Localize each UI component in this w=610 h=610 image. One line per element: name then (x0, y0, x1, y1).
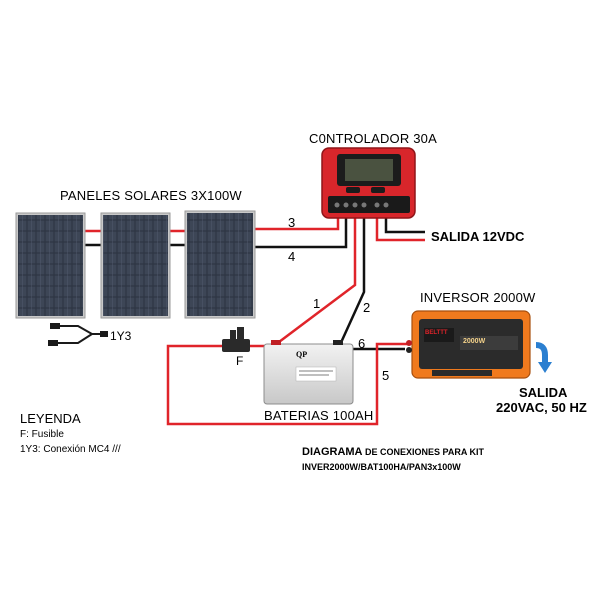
dc-output-label: SALIDA 12VDC (431, 229, 525, 244)
diagram-title-bold: DIAGRAMA (302, 446, 363, 458)
battery (263, 340, 354, 405)
solar-panel-3 (184, 210, 256, 319)
diagram-title: DIAGRAMA DE CONEXIONES PARA KIT (302, 446, 484, 458)
dc-output-positive (375, 212, 425, 242)
wire-5-inverter-positive (166, 342, 408, 426)
inverter-model: 2000W (463, 338, 486, 345)
solar-panels (15, 210, 256, 319)
legend-fuse: F: Fusible (20, 429, 64, 440)
inverter-positive-terminal-icon (406, 340, 412, 346)
wire-number-1: 1 (313, 296, 321, 311)
controller-terminal-icon (334, 202, 340, 208)
connector-label: 1Y3 (110, 329, 132, 343)
battery-brand: QP (296, 350, 308, 359)
panels-title: PANELES SOLARES 3X100W (60, 188, 242, 203)
wire-number-2: 2 (363, 300, 371, 315)
inverter-negative-terminal-icon (406, 347, 412, 353)
controller-title: C0NTROLADOR 30A (309, 131, 437, 146)
diagram-title-rest: DE CONEXIONES PARA KIT (362, 447, 485, 457)
charge-controller (321, 147, 416, 219)
legend-mc4: 1Y3: Conexión MC4 /// (20, 444, 121, 455)
inverter (406, 310, 531, 379)
ac-output-label-line1: SALIDA (519, 385, 568, 400)
inverter-title: INVERSOR 2000W (420, 290, 536, 305)
fuse-icon (222, 327, 250, 352)
solar-panel-1 (15, 212, 86, 319)
wire-number-3: 3 (288, 215, 296, 230)
battery-title: BATERIAS 100AH (264, 408, 374, 423)
wire-number-6: 6 (358, 336, 366, 351)
fuse-label: F (236, 354, 244, 368)
wire-number-5: 5 (382, 368, 390, 383)
solar-panel-2 (100, 212, 171, 319)
wire-number-4: 4 (288, 249, 296, 264)
inverter-brand: BELTTT (425, 330, 448, 336)
legend-title: LEYENDA (20, 411, 81, 426)
mc4-y-connector-icon (48, 323, 108, 346)
diagram-subtitle: INVER2000W/BAT100HA/PAN3x100W (302, 462, 461, 472)
wire-4-panel-negative (254, 212, 348, 249)
ac-output-label-line2: 220VAC, 50 HZ (496, 400, 587, 415)
wire-1-battery-positive (274, 212, 357, 346)
ac-output-arrow-icon (535, 342, 552, 373)
wire-2-battery-negative (337, 212, 366, 348)
